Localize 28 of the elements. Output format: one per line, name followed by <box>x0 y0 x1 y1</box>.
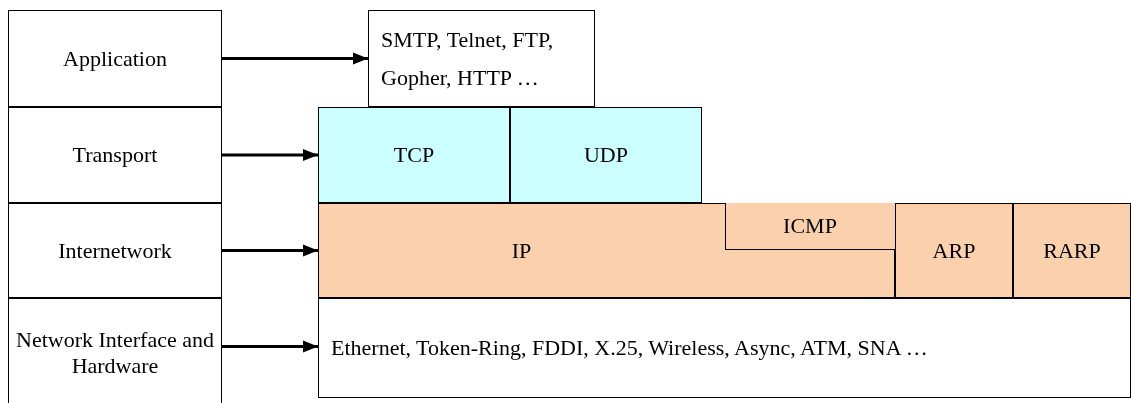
protocol-box <box>724 202 895 250</box>
node-label: Network Interface and Hardware <box>15 326 215 380</box>
protocol-box <box>318 298 1131 398</box>
layer-box <box>8 203 222 298</box>
protocol-box <box>318 107 510 203</box>
protocol-box <box>510 107 702 203</box>
arrow <box>222 244 318 257</box>
protocol-box <box>895 203 1013 298</box>
arrow <box>222 340 318 353</box>
node-label: Application <box>62 45 168 72</box>
node-label: RARP <box>1042 237 1102 264</box>
node-label: TCP <box>392 141 436 169</box>
layer-box <box>8 298 222 403</box>
node-label: Internetwork <box>57 237 173 264</box>
protocol-box <box>368 10 595 107</box>
protocol-box <box>1013 203 1131 298</box>
arrow <box>222 52 368 65</box>
node-label: Ethernet, Token-Ring, FDDI, X.25, Wireless, Async, ATM, SNA … <box>330 333 929 362</box>
layer-box <box>8 10 222 107</box>
layer-box <box>8 107 222 203</box>
arrow <box>222 149 318 161</box>
node-label: IP <box>510 237 533 264</box>
node-label: UDP <box>583 141 629 169</box>
node-label: Transport <box>71 141 159 169</box>
node-label: ARP <box>931 237 977 264</box>
node-label: ICMP <box>782 212 838 239</box>
protocol-box <box>318 203 895 298</box>
node-label: SMTP, Telnet, FTP, Gopher, HTTP … <box>380 25 555 92</box>
